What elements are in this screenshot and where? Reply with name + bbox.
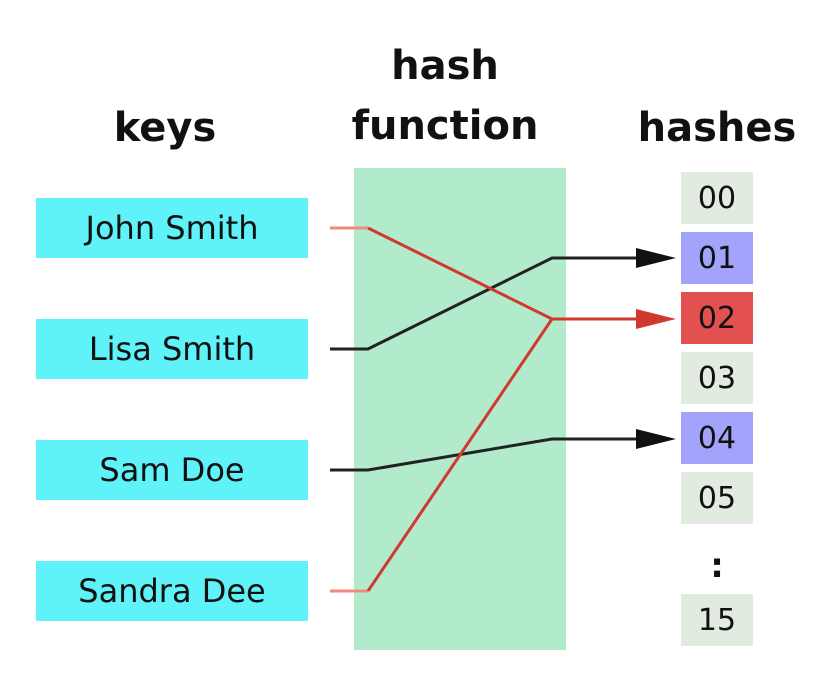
bucket-15: 15 xyxy=(681,594,753,646)
arrow-lisa-smith-to-01 xyxy=(330,248,676,351)
bucket-04: 04 xyxy=(681,412,753,464)
bucket-02: 02 xyxy=(681,292,753,344)
hashes-heading: hashes xyxy=(637,105,797,151)
key-sam-doe: Sam Doe xyxy=(36,440,308,500)
arrowhead-02 xyxy=(636,309,676,329)
key-john-smith: John Smith xyxy=(36,198,308,258)
arrow-sam-doe-to-04 xyxy=(330,429,676,472)
bucket-01: 01 xyxy=(681,232,753,284)
keys-heading: keys xyxy=(113,105,217,151)
bucket-03: 03 xyxy=(681,352,753,404)
hash-function-heading-line2: function xyxy=(351,103,539,149)
bucket-ellipsis: : xyxy=(710,546,724,586)
arrow-john-smith-to-02 xyxy=(330,226,640,321)
hash-function-box xyxy=(354,168,566,650)
key-sandra-dee: Sandra Dee xyxy=(36,561,308,621)
bucket-00: 00 xyxy=(681,172,753,224)
hash-function-heading-line1: hash xyxy=(391,43,499,89)
arrow-sandra-dee-to-02 xyxy=(330,318,554,593)
bucket-05: 05 xyxy=(681,472,753,524)
key-lisa-smith: Lisa Smith xyxy=(36,319,308,379)
